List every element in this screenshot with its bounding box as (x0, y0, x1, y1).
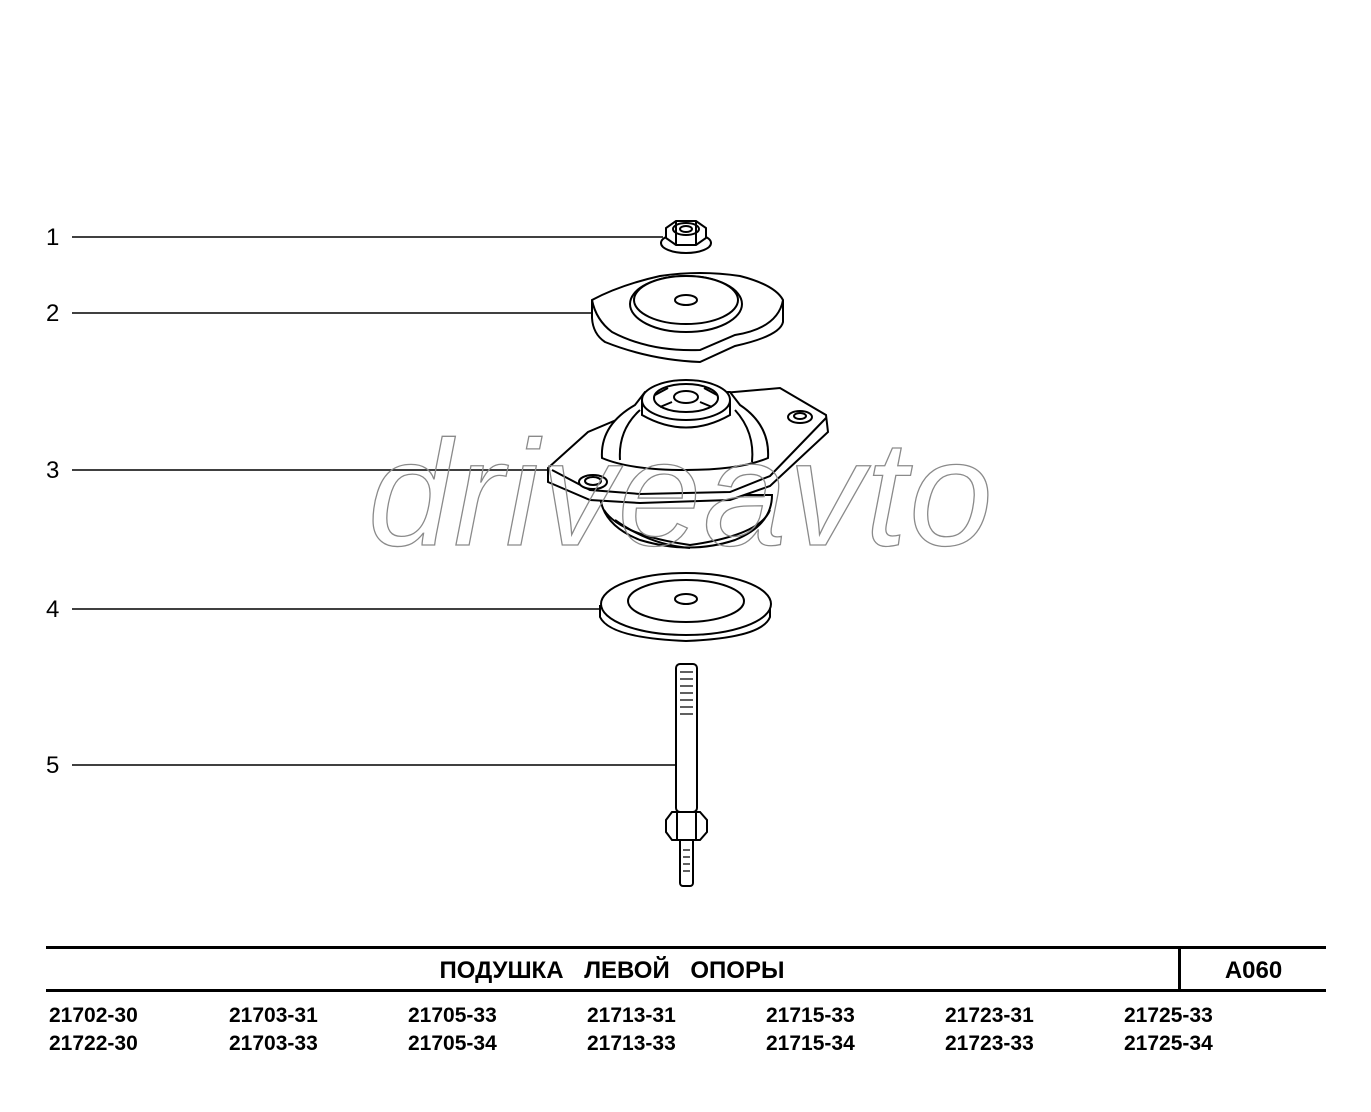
nut-part (660, 220, 712, 254)
title-block: ПОДУШКА ЛЕВОЙ ОПОРЫ A060 (46, 946, 1326, 992)
model-column: 21723-31 21723-33 (945, 1002, 1034, 1058)
model-column: 21703-31 21703-33 (229, 1002, 318, 1058)
model-column: 21713-31 21713-33 (587, 1002, 676, 1058)
diagram-title: ПОДУШКА ЛЕВОЙ ОПОРЫ (439, 957, 785, 984)
watermark-text: driveavto (367, 409, 995, 577)
model-number: 21705-33 (408, 1004, 497, 1027)
model-column: 21725-33 21725-34 (1124, 1002, 1213, 1058)
model-number: 21703-31 (229, 1004, 318, 1027)
stud-bolt-part (665, 663, 708, 887)
model-number: 21723-33 (945, 1032, 1034, 1055)
model-number: 21725-34 (1124, 1032, 1213, 1055)
model-number: 21722-30 (49, 1032, 138, 1055)
model-column: 21705-33 21705-34 (408, 1002, 497, 1058)
model-number: 21715-34 (766, 1032, 855, 1055)
model-column: 21715-33 21715-34 (766, 1002, 855, 1058)
model-number: 21725-33 (1124, 1004, 1213, 1027)
model-number: 21723-31 (945, 1004, 1034, 1027)
exploded-parts-diagram (72, 220, 830, 887)
model-number: 21705-34 (408, 1032, 497, 1055)
model-number: 21702-30 (49, 1004, 138, 1027)
model-number: 21703-33 (229, 1032, 318, 1055)
upper-washer-part (591, 272, 784, 364)
model-column: 21702-30 21722-30 (49, 1002, 138, 1058)
title-divider (1178, 949, 1181, 989)
model-number: 21713-33 (587, 1032, 676, 1055)
mount-cushion-part (547, 379, 830, 549)
lower-washer-part (599, 572, 772, 643)
callout-5: 5 (46, 752, 60, 779)
callout-1: 1 (46, 224, 60, 251)
callout-2: 2 (46, 300, 60, 327)
model-number: 21713-31 (587, 1004, 676, 1027)
model-number: 21715-33 (766, 1004, 855, 1027)
diagram-code: A060 (1224, 957, 1283, 984)
callout-3: 3 (46, 457, 60, 484)
callout-4: 4 (46, 596, 60, 623)
